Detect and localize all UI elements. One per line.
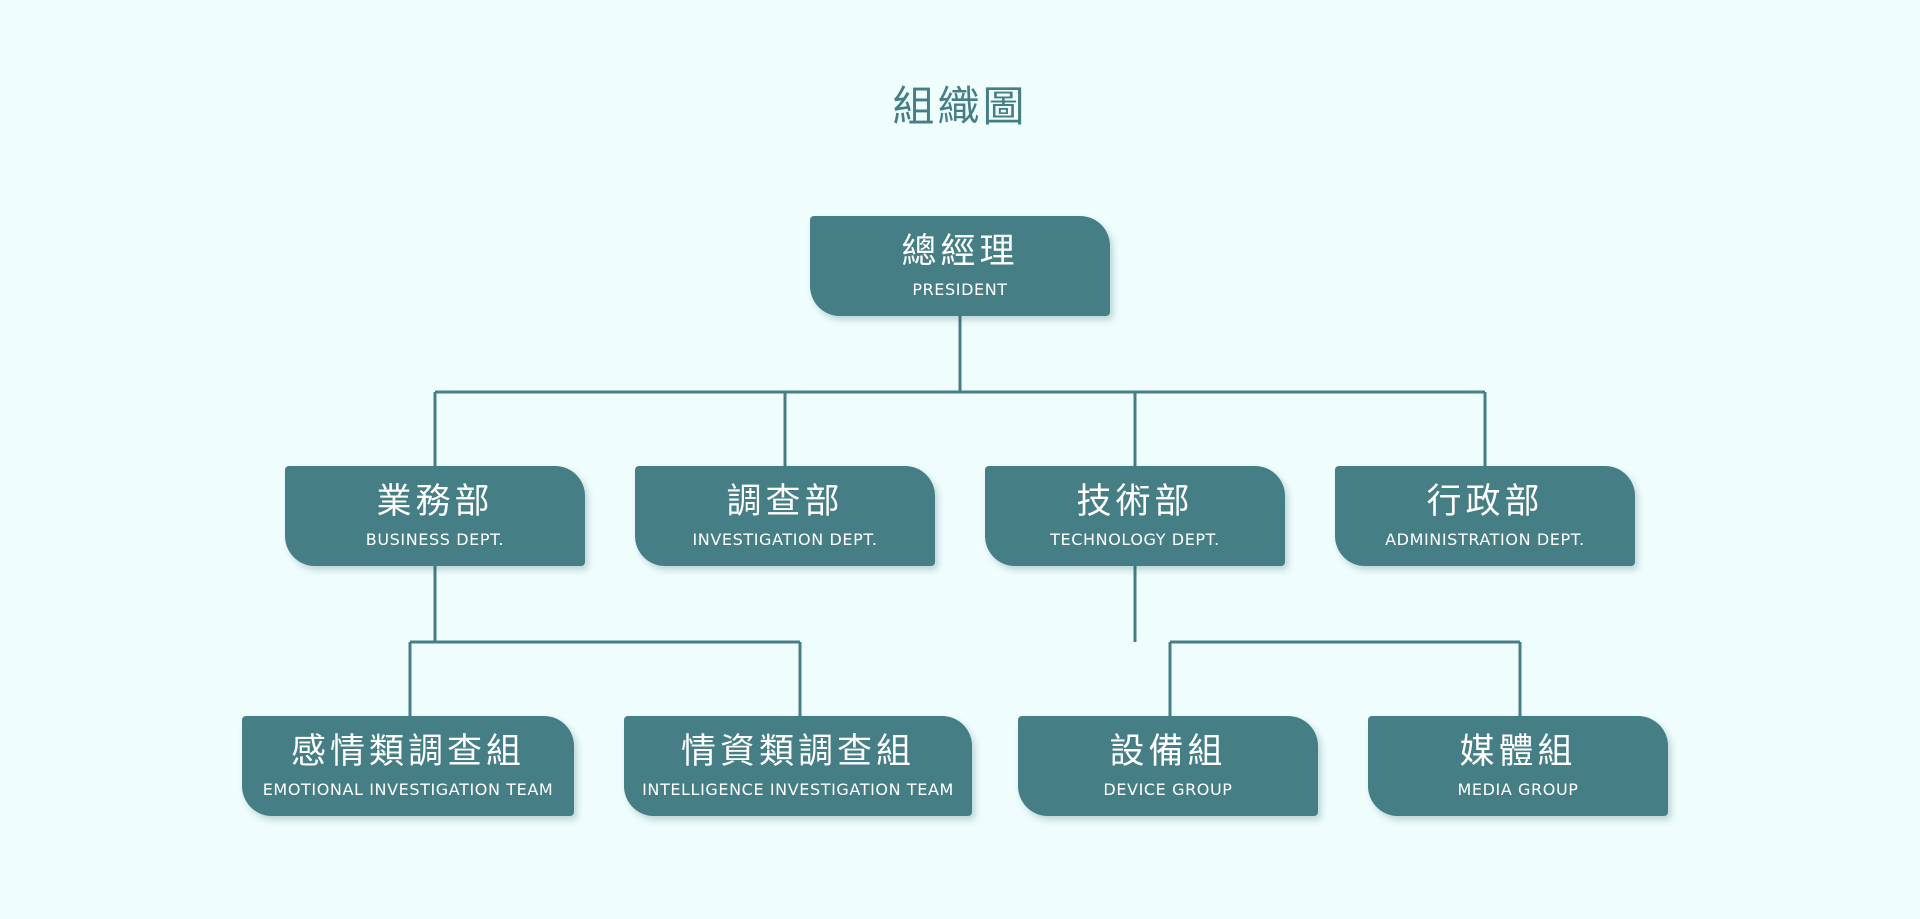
node-media-group: 媒體組 MEDIA GROUP xyxy=(1368,716,1668,816)
node-emotional-team-title: 感情類調查組 xyxy=(290,732,525,772)
node-business-dept: 業務部 BUSINESS DEPT. xyxy=(285,466,585,566)
connector-business-teams xyxy=(408,566,802,717)
node-business-dept-subtitle: BUSINESS DEPT. xyxy=(365,530,505,549)
node-technology-dept: 技術部 TECHNOLOGY DEPT. xyxy=(985,466,1285,566)
node-device-group-title: 設備組 xyxy=(1109,732,1227,772)
node-media-group-subtitle: MEDIA GROUP xyxy=(1457,780,1579,799)
node-investigation-dept: 調查部 INVESTIGATION DEPT. xyxy=(635,466,935,566)
node-media-group-title: 媒體組 xyxy=(1459,732,1577,772)
node-emotional-team: 感情類調查組 EMOTIONAL INVESTIGATION TEAM xyxy=(242,716,574,816)
node-technology-dept-subtitle: TECHNOLOGY DEPT. xyxy=(1050,530,1220,549)
node-device-group: 設備組 DEVICE GROUP xyxy=(1018,716,1318,816)
node-device-group-subtitle: DEVICE GROUP xyxy=(1103,780,1233,799)
node-emotional-team-subtitle: EMOTIONAL INVESTIGATION TEAM xyxy=(262,780,554,799)
node-administration-dept: 行政部 ADMINISTRATION DEPT. xyxy=(1335,466,1635,566)
node-business-dept-title: 業務部 xyxy=(376,482,494,522)
connector-technology-groups xyxy=(1133,566,1522,717)
node-administration-dept-title: 行政部 xyxy=(1426,482,1544,522)
node-administration-dept-subtitle: ADMINISTRATION DEPT. xyxy=(1385,530,1585,549)
node-investigation-dept-subtitle: INVESTIGATION DEPT. xyxy=(692,530,878,549)
node-intelligence-team-subtitle: INTELLIGENCE INVESTIGATION TEAM xyxy=(642,780,954,799)
connector-president-departments xyxy=(433,316,1487,467)
node-president-title: 總經理 xyxy=(901,232,1019,272)
chart-title: 組織圖 xyxy=(892,82,1028,131)
node-intelligence-team-title: 情資類調查組 xyxy=(680,732,915,772)
node-investigation-dept-title: 調查部 xyxy=(726,482,844,522)
node-president-subtitle: PRESIDENT xyxy=(912,280,1008,299)
node-intelligence-team: 情資類調查組 INTELLIGENCE INVESTIGATION TEAM xyxy=(624,716,972,816)
node-technology-dept-title: 技術部 xyxy=(1076,482,1194,522)
node-president: 總經理 PRESIDENT xyxy=(810,216,1110,316)
